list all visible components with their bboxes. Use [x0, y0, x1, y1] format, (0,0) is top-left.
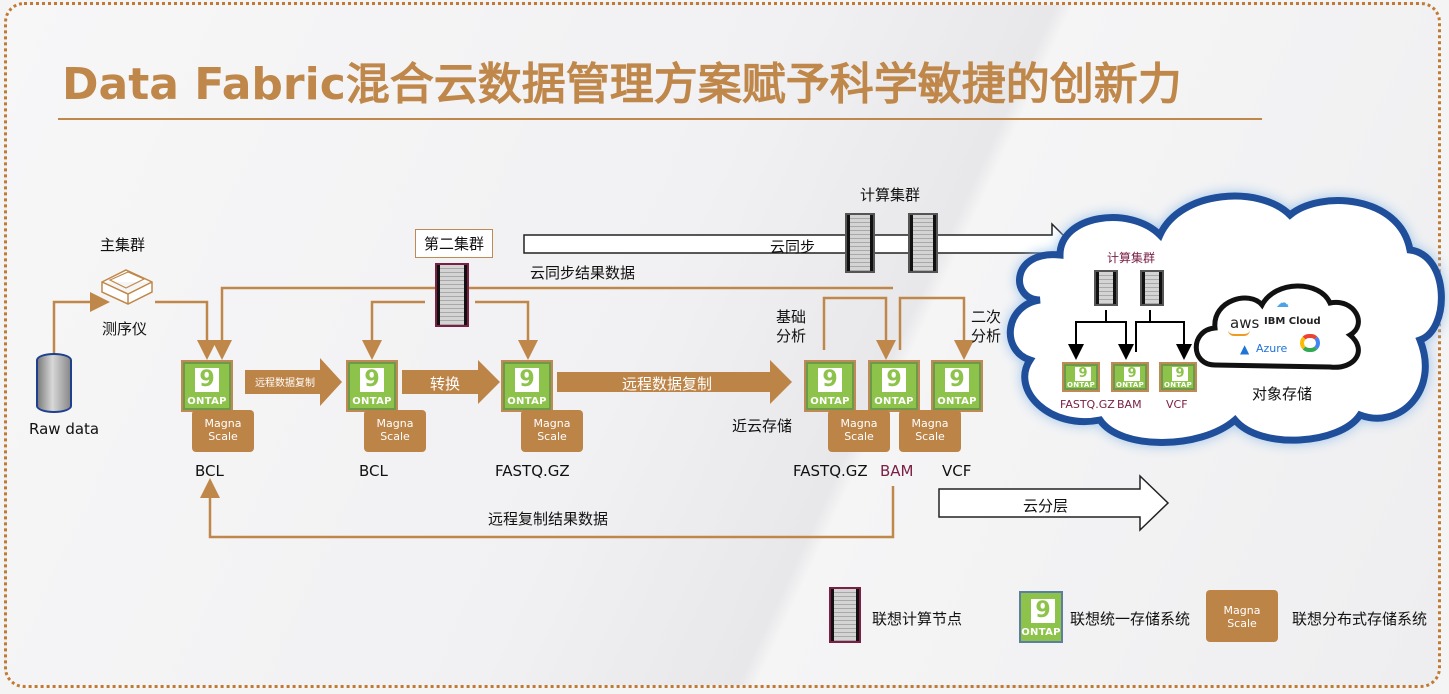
- legend-server-rack-icon: [829, 587, 861, 643]
- cloud-compute-cluster-label: 计算集群: [1107, 251, 1156, 265]
- azure-logo: Azure: [1256, 342, 1288, 355]
- sequencer-label: 测序仪: [102, 320, 148, 338]
- primary-cluster-label: 主集群: [100, 236, 146, 254]
- server-rack-icon: [435, 263, 469, 327]
- legend-unified-storage-label: 联想统一存储系统: [1070, 610, 1191, 628]
- cloud-tiering-arrow: [938, 474, 1170, 532]
- slide-title: Data Fabric混合云数据管理方案赋予科学敏捷的创新力: [62, 59, 1182, 110]
- server-rack-icon: [908, 213, 938, 273]
- near-cloud-storage-label: 近云存储: [732, 417, 793, 435]
- cloud-compute-arrow-right: [1135, 310, 1184, 352]
- remote-copy-result-line: [200, 478, 895, 539]
- object-storage-label: 对象存储: [1252, 385, 1313, 403]
- basic-analysis-label: 基础分析: [776, 308, 807, 345]
- server-rack-icon: [1140, 270, 1164, 306]
- cloud-compute-arrow-mid: [1106, 321, 1134, 360]
- raw-data-label: Raw data: [29, 420, 100, 438]
- cloud-file-bam: BAM: [1117, 398, 1142, 411]
- cloud-file-vcf: VCF: [1166, 398, 1188, 411]
- convert-label: 转换: [430, 375, 461, 393]
- file-label-bcl: BCL: [195, 462, 224, 480]
- cloud-sync-label: 云同步: [770, 238, 816, 256]
- sequencer-to-ontap-line: [155, 300, 217, 360]
- title-divider: [58, 118, 1262, 120]
- file-label-bcl-2: BCL: [359, 462, 388, 480]
- file-label-fastq: FASTQ.GZ: [495, 462, 570, 480]
- raw-data-database-icon: [36, 353, 72, 413]
- cloud-sync-result-label: 云同步结果数据: [530, 264, 636, 282]
- aws-smile-icon: [1228, 330, 1250, 336]
- file-label-fastq-near: FASTQ.GZ: [793, 462, 868, 480]
- server-rack-icon: [845, 213, 875, 273]
- sequencer-icon: [98, 262, 156, 306]
- cloud-file-fastq: FASTQ.GZ: [1060, 398, 1115, 411]
- second-cluster-right-line: [475, 300, 538, 360]
- cloud-tiering-label: 云分层: [1023, 497, 1069, 515]
- cloud-sync-result-line: [212, 286, 893, 360]
- ibm-cloud-icon: ☁: [1276, 296, 1289, 311]
- remote-copy-result-label: 远程复制结果数据: [488, 510, 609, 528]
- secondary-analysis-line: [898, 296, 974, 360]
- remote-copy-arrow-small: [245, 358, 342, 406]
- ibm-cloud-logo: IBM Cloud: [1264, 316, 1321, 327]
- cloud-compute-arrow-left: [1068, 310, 1107, 360]
- compute-cluster-label: 计算集群: [860, 186, 921, 204]
- convert-arrow: [402, 360, 500, 404]
- file-label-bam-near: BAM: [880, 462, 914, 480]
- second-cluster-label: 第二集群: [415, 229, 494, 258]
- legend-distributed-storage-label: 联想分布式存储系统: [1292, 610, 1428, 628]
- remote-copy-arrow-large: [557, 360, 792, 404]
- azure-icon: ▲: [1240, 342, 1250, 356]
- second-cluster-left-line: [362, 300, 425, 360]
- file-label-vcf-near: VCF: [942, 462, 972, 480]
- remote-copy-label-small: 远程数据复制: [255, 378, 315, 389]
- aws-logo: aws: [1230, 314, 1260, 332]
- server-rack-icon: [1094, 270, 1118, 306]
- raw-to-sequencer-line: [52, 292, 110, 355]
- remote-copy-label-large: 远程数据复制: [622, 375, 713, 393]
- google-cloud-icon: [1300, 334, 1320, 352]
- secondary-analysis-label: 二次分析: [971, 308, 1002, 345]
- basic-analysis-line: [822, 296, 896, 360]
- legend-compute-node-label: 联想计算节点: [872, 610, 963, 628]
